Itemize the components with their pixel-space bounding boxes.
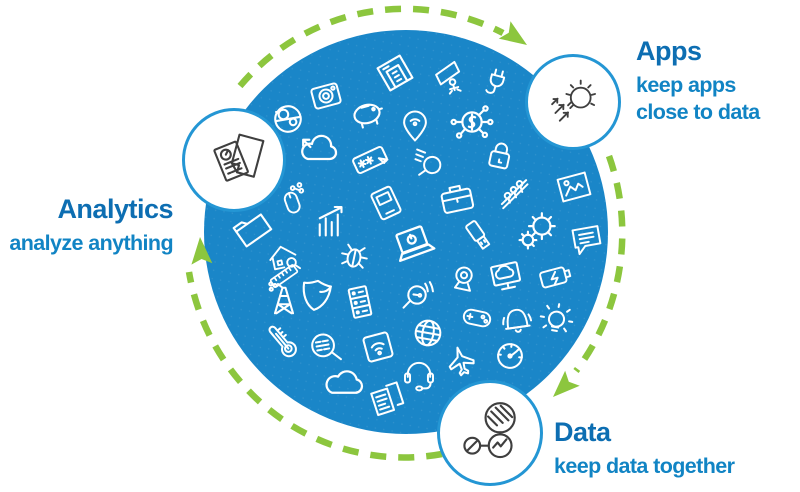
data-label: Data keep data together <box>554 417 735 480</box>
apps-title: Apps <box>636 36 702 66</box>
data-node <box>437 380 543 486</box>
apps-label: Apps keep apps close to data <box>636 36 760 126</box>
analytics-label: Analytics analyze anything <box>9 194 173 257</box>
apps-subtitle: keep apps close to data <box>636 72 760 126</box>
analytics-title: Analytics <box>57 194 173 224</box>
analytics-node <box>182 108 286 212</box>
flow-arc-bottom <box>185 271 443 461</box>
analytics-subtitle: analyze anything <box>9 231 173 255</box>
data-title: Data <box>554 417 611 447</box>
flow-arc-top <box>237 5 505 89</box>
flow-arrowhead-data <box>553 370 580 397</box>
apps-subtitle-line2: close to data <box>636 100 760 124</box>
idea-lightbulb-arrows-icon <box>551 79 596 122</box>
flow-arrowhead-apps <box>498 21 527 45</box>
apps-node <box>525 54 621 150</box>
data-cluster-icon <box>463 402 516 459</box>
report-documents-icon <box>213 133 265 182</box>
flow-arc-right <box>573 154 626 373</box>
data-subtitle: keep data together <box>554 454 735 478</box>
apps-subtitle-line1: keep apps <box>636 73 736 97</box>
flow-arrowhead-analytics <box>191 237 213 265</box>
